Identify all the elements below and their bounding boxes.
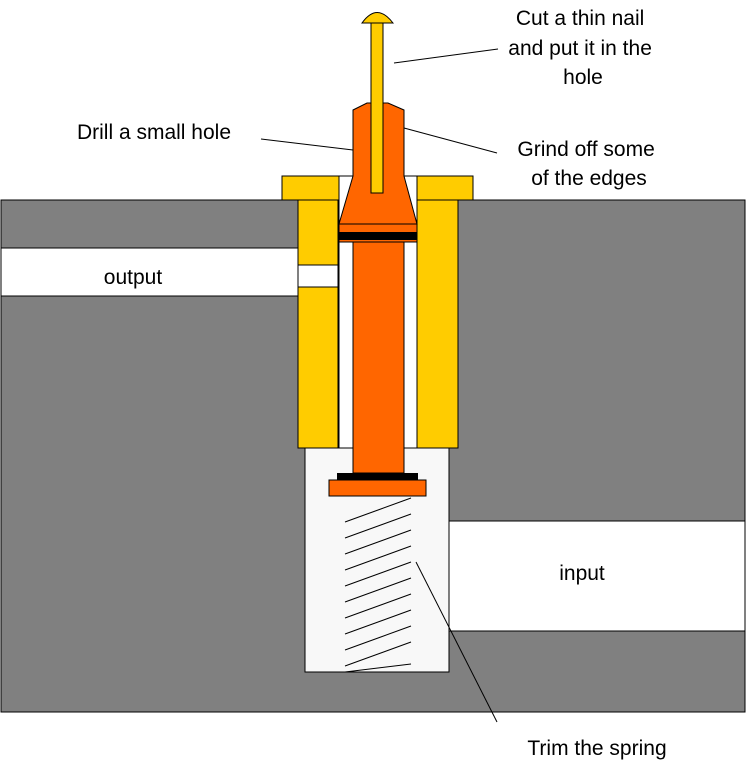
nail-head [361,12,395,24]
input-label: input [559,562,605,585]
spring-label: Trim the spring [527,737,666,760]
nail-label-line-3: hole [563,66,603,89]
piston-stem [352,241,405,474]
leader-drill [260,138,354,151]
output-port [0,247,299,297]
spring [344,497,412,673]
bushing-wall-right [416,199,459,449]
leader-nail [393,48,499,64]
nail-label-line-2: and put it in the [508,37,652,60]
lower-seal [337,473,418,480]
drill-label: Drill a small hole [77,121,231,144]
leader-spring [415,561,498,723]
upper-seal-ring [339,232,417,240]
piston-base-plate [328,479,427,497]
leader-lines [260,48,499,723]
nail-shank [370,22,384,194]
nail-label-line-1: Cut a thin nail [516,7,644,30]
nail-label: Cut a thin nail and put it in the hole [508,7,657,89]
bushing-flange-left [281,175,340,201]
bushing-flange-right [416,175,474,201]
grind-label: Grind off some of the edges [517,138,660,190]
bushing-wall-left-bottom [297,286,339,449]
bushing-wall-left-top [297,199,339,266]
grind-label-line-2: of the edges [531,167,647,190]
grind-label-line-1: Grind off some [517,138,654,161]
output-port-gap [297,264,339,288]
input-port [448,520,746,632]
output-label: output [104,266,163,289]
leader-grind [403,127,498,154]
